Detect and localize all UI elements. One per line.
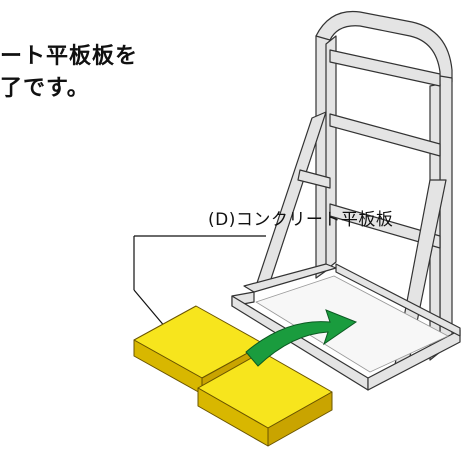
concrete-slabs xyxy=(133,305,333,447)
leader-line xyxy=(133,235,266,329)
frame-rung-top xyxy=(329,49,441,87)
slab-right xyxy=(197,351,333,447)
frame-left-upright-inner xyxy=(325,35,337,271)
frame-rack xyxy=(231,10,461,391)
instruction-caption-line2: 了です。 xyxy=(0,76,90,101)
move-arrow xyxy=(245,309,358,367)
part-label-concrete-slab: (D)コンクリート平板板 xyxy=(208,210,394,230)
frame-right-upright xyxy=(439,75,453,351)
instruction-caption-line1: ート平板板を xyxy=(0,44,139,69)
frame-rung-middle xyxy=(329,113,441,157)
frame-rung-lower xyxy=(329,203,441,249)
frame-base-right xyxy=(367,329,461,391)
frame-left-mid-bar xyxy=(297,169,331,189)
frame-base-back-right xyxy=(335,263,461,337)
